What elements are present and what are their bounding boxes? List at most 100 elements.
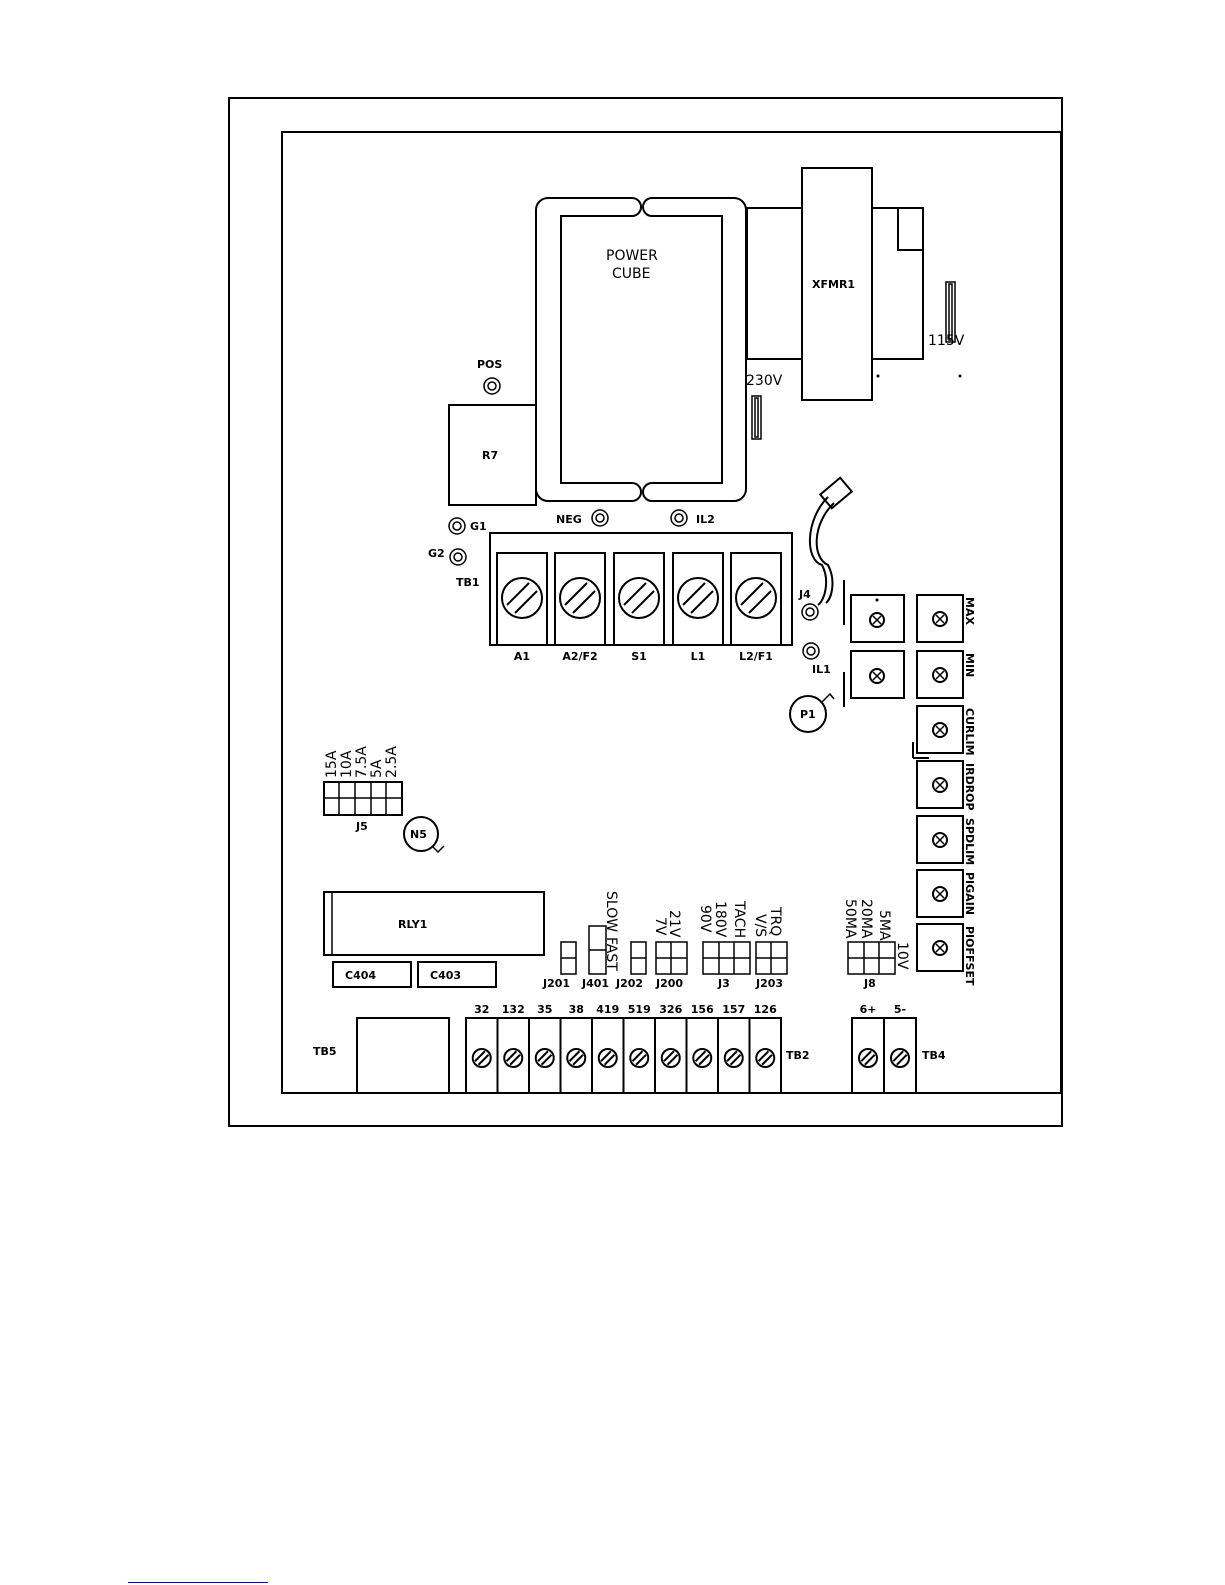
resistor-r7 xyxy=(448,404,537,506)
tb2-screw-0 xyxy=(471,1048,492,1068)
tb1-cell xyxy=(496,552,548,646)
tach-label: TACH xyxy=(731,900,747,938)
capacitor-c404 xyxy=(332,961,412,988)
left-pot-icon xyxy=(869,668,885,684)
trim-pot-icon xyxy=(932,832,948,848)
trim-pot-spdlim xyxy=(916,815,964,864)
tb2-terminal-label: 157 xyxy=(722,1003,745,1016)
v180-label: 180V xyxy=(712,901,728,938)
ma5-label: 5MA xyxy=(876,910,892,941)
relay-rly1 xyxy=(323,891,545,956)
tb1-terminal-label: A1 xyxy=(514,650,530,663)
tb1-terminal-label: S1 xyxy=(631,650,647,663)
tb4-cell xyxy=(883,1017,917,1094)
neg-label: NEG xyxy=(556,513,582,526)
power-cube-label-2: CUBE xyxy=(612,266,650,282)
tb2-label: TB2 xyxy=(786,1049,810,1062)
g2-label: G2 xyxy=(428,547,445,560)
v115-label: 115V xyxy=(928,333,965,349)
rly1-label: RLY1 xyxy=(398,918,427,931)
tb2-screw-7 xyxy=(692,1048,713,1068)
trim-pot-pioffset xyxy=(916,923,964,972)
tb1-screw-3 xyxy=(677,577,719,619)
trim-pot-label: MAX xyxy=(963,597,976,625)
transformer-xfmr1: XFMR1 115V 230V xyxy=(746,167,965,440)
xfmr1-label: XFMR1 xyxy=(812,278,855,291)
tb2-screw-3 xyxy=(566,1048,587,1068)
power-cube: POWER CUBE xyxy=(535,197,747,502)
pos-test-point xyxy=(483,377,501,395)
n5-connector xyxy=(403,816,439,852)
r7-label: R7 xyxy=(482,449,498,462)
trim-pot-icon xyxy=(932,777,948,793)
j5-rating-label: 2.5A xyxy=(384,746,400,778)
tb1-label: TB1 xyxy=(456,576,480,589)
slow-label: SLOW xyxy=(603,891,619,932)
tb4-screw-1 xyxy=(890,1048,910,1068)
tb1-screw-0 xyxy=(501,577,543,619)
tb2-terminal-label: 326 xyxy=(659,1003,682,1016)
tb1-cell xyxy=(730,552,782,646)
tb1-terminal-label: L2/F1 xyxy=(739,650,773,663)
tb1-cell xyxy=(613,552,665,646)
c403-label: C403 xyxy=(430,969,461,982)
vs-label: V/S xyxy=(752,914,768,937)
tb1-screw-1 xyxy=(559,577,601,619)
tb1-cell xyxy=(672,552,724,646)
left-pot-icon xyxy=(869,612,885,628)
v230-label: 230V xyxy=(746,373,783,389)
v90-label: 90V xyxy=(697,905,713,933)
tb2-screw-6 xyxy=(660,1048,681,1068)
tb4-terminal-label: 5- xyxy=(894,1003,906,1016)
power-cube-label-1: POWER xyxy=(606,248,658,264)
ma50-label: 50MA xyxy=(842,899,858,939)
j5-rating-label: 7.5A xyxy=(354,746,370,778)
v21-label: 21V xyxy=(666,910,682,938)
tb2-screw-1 xyxy=(503,1048,524,1068)
c404-label: C404 xyxy=(345,969,376,982)
trim-pot-label: CURLIM xyxy=(963,708,976,756)
trim-pot-label: MIN xyxy=(963,653,976,677)
footer-link-underline xyxy=(128,1582,268,1583)
tb1-screw-2 xyxy=(618,577,660,619)
j201-label: J201 xyxy=(542,977,570,990)
tb5-block xyxy=(356,1017,450,1094)
trim-pot-label: PIOFFSET xyxy=(963,926,976,986)
j5-rating-label: 15A xyxy=(324,750,340,778)
trq-label: TRQ xyxy=(767,906,783,936)
j4-label: J4 xyxy=(798,588,811,601)
tb1-terminal-label: L1 xyxy=(691,650,706,663)
capacitor-c403 xyxy=(417,961,497,988)
j401-label: J401 xyxy=(581,977,609,990)
tb2-terminal-label: 156 xyxy=(691,1003,714,1016)
j5-label: J5 xyxy=(355,820,368,833)
tb5-label: TB5 xyxy=(313,1045,337,1058)
tb1-screw-4 xyxy=(735,577,777,619)
tb2-screw-4 xyxy=(597,1048,618,1068)
trim-pot-pigain xyxy=(916,869,964,918)
j5-rating-label: 5A xyxy=(369,759,385,778)
v10-label: 10V xyxy=(894,942,910,970)
ma20-label: 20MA xyxy=(858,899,874,939)
il2-label: IL2 xyxy=(696,513,715,526)
neg-test-point xyxy=(591,509,609,527)
tb2-terminal-label: 419 xyxy=(596,1003,619,1016)
trim-pot-icon xyxy=(932,611,948,627)
tb1-cell xyxy=(554,552,606,646)
tb4-label: TB4 xyxy=(922,1049,946,1062)
p1-label: P1 xyxy=(800,708,816,721)
il2-test-point xyxy=(670,509,688,527)
j4-test-point xyxy=(801,603,819,621)
j202-label: J202 xyxy=(615,977,643,990)
pos-label: POS xyxy=(477,358,502,371)
tb2-terminal-label: 132 xyxy=(502,1003,525,1016)
tb2-screw-2 xyxy=(534,1048,555,1068)
p1-connector xyxy=(789,695,827,733)
n5-label: N5 xyxy=(410,828,427,841)
trim-pot-irdrop xyxy=(916,760,964,809)
tb2-terminal-label: 38 xyxy=(569,1003,584,1016)
g1-label: G1 xyxy=(470,520,487,533)
v7-label: 7V xyxy=(652,917,668,936)
